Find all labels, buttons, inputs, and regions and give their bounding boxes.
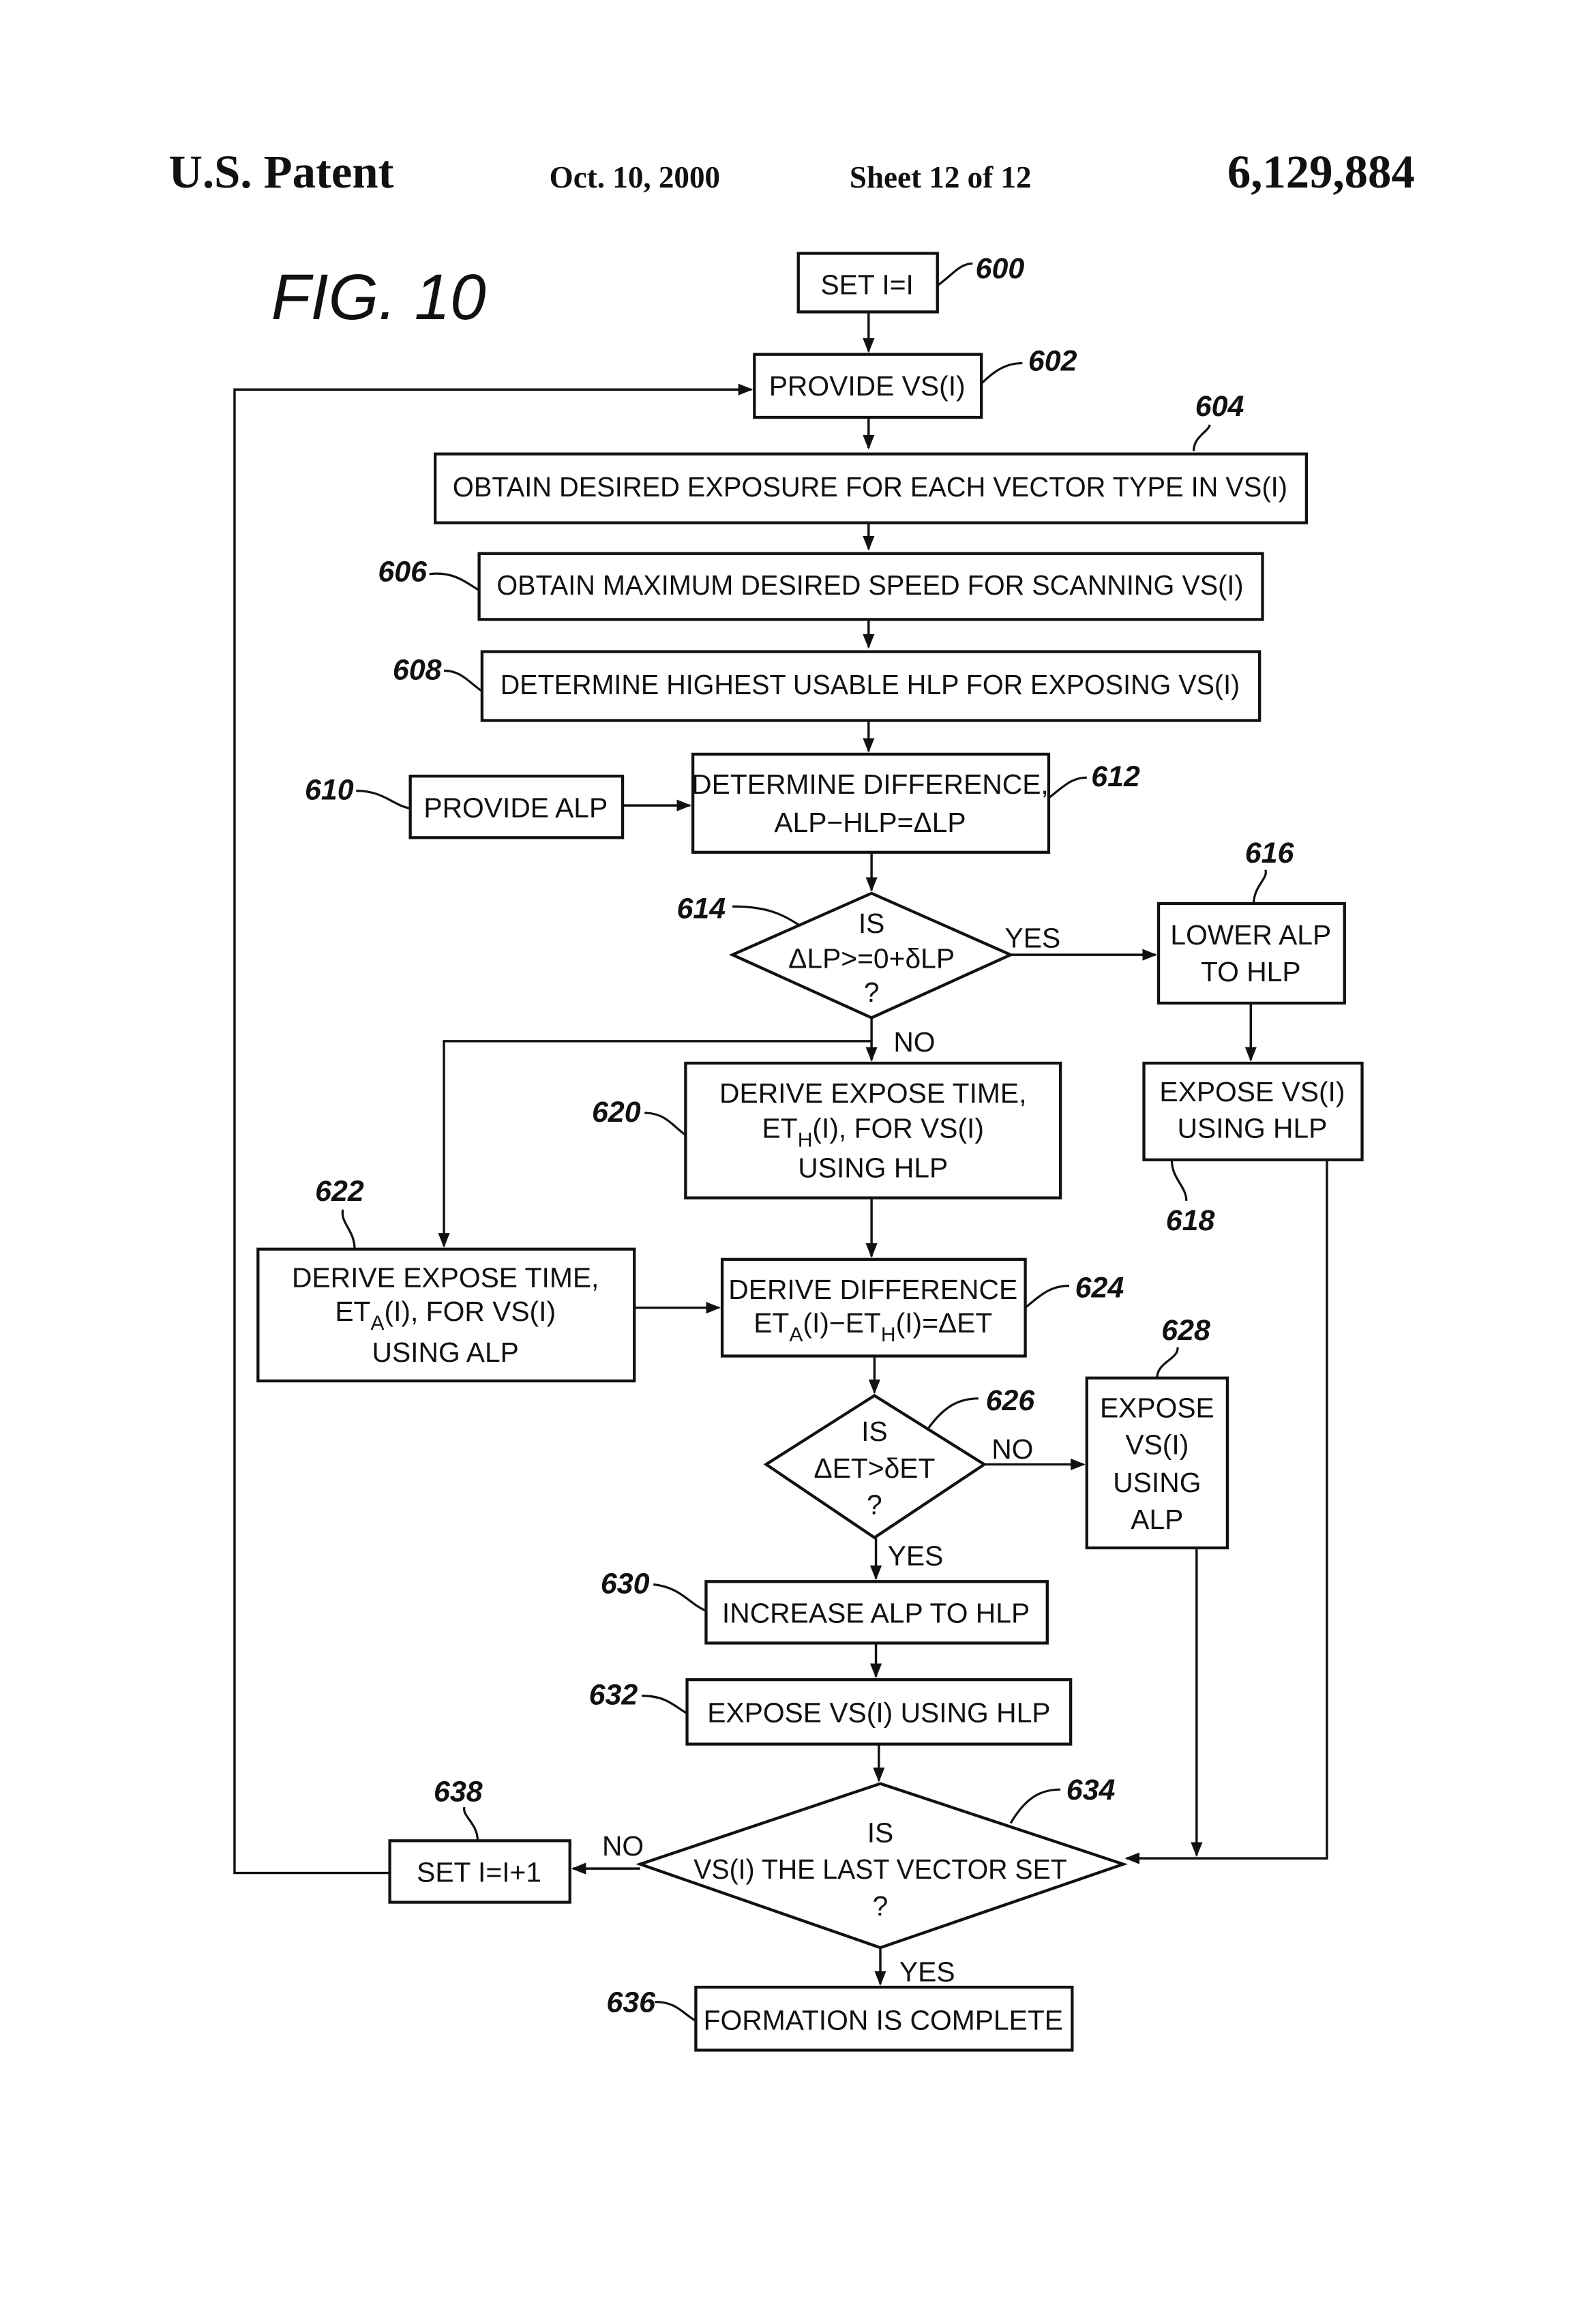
ref-634: 634 (1066, 1774, 1116, 1806)
step-624-mid: (I)−ET (803, 1307, 880, 1339)
decision-614-no-label: NO (893, 1026, 935, 1058)
step-620-line3: USING HLP (798, 1152, 948, 1184)
ref-608: 608 (393, 653, 442, 686)
step-620-line1: DERIVE EXPOSE TIME, (719, 1077, 1026, 1109)
ref-606: 606 (378, 556, 428, 589)
ref-632: 632 (589, 1679, 638, 1712)
step-602-text: PROVIDE VS(I) (769, 370, 966, 402)
figure-title: FIG. 10 (271, 261, 486, 333)
step-618-line2: USING HLP (1177, 1113, 1327, 1144)
decision-634-line3: ? (873, 1890, 889, 1922)
ref-600: 600 (976, 252, 1025, 285)
ref-620: 620 (592, 1096, 641, 1129)
step-628-line2: VS(I) (1125, 1429, 1189, 1460)
decision-614-line2: ΔLP>=0+δLP (788, 942, 955, 974)
decision-626-no-label: NO (991, 1433, 1033, 1465)
patent-label: U.S. Patent (168, 146, 393, 198)
ref-638: 638 (434, 1775, 483, 1808)
step-624: DERIVE DIFFERENCE ETA(I)−ETH(I)=ΔET 624 (722, 1260, 1124, 1356)
step-606-text: OBTAIN MAXIMUM DESIRED SPEED FOR SCANNIN… (496, 569, 1243, 601)
ref-602: 602 (1028, 344, 1077, 377)
step-620-sub: H (798, 1129, 813, 1151)
ref-614: 614 (676, 892, 726, 925)
step-632: EXPOSE VS(I) USING HLP 632 (589, 1679, 1071, 1744)
decision-626: IS ΔET>δET ? 626 NO YES (766, 1384, 1035, 1572)
decision-614: IS ΔLP>=0+δLP ? 614 YES NO (676, 892, 1060, 1057)
decision-634-line1: IS (867, 1817, 894, 1848)
decision-634-yes-label: YES (899, 1956, 955, 1987)
step-628-line1: EXPOSE (1100, 1392, 1214, 1424)
step-606: OBTAIN MAXIMUM DESIRED SPEED FOR SCANNIN… (378, 554, 1262, 620)
step-624-line1: DERIVE DIFFERENCE (728, 1274, 1017, 1305)
step-624-eta: ET (753, 1307, 789, 1339)
step-608-text: DETERMINE HIGHEST USABLE HLP FOR EXPOSIN… (501, 669, 1240, 700)
step-636-text: FORMATION IS COMPLETE (704, 2004, 1063, 2036)
decision-626-line2: ΔET>δET (814, 1452, 935, 1484)
step-604-text: OBTAIN DESIRED EXPOSURE FOR EACH VECTOR … (453, 471, 1287, 503)
step-608: DETERMINE HIGHEST USABLE HLP FOR EXPOSIN… (393, 652, 1259, 721)
ref-616: 616 (1245, 837, 1295, 869)
step-622: DERIVE EXPOSE TIME, ETA(I), FOR VS(I) US… (258, 1175, 634, 1381)
step-600: SET I=I 600 (799, 252, 1025, 312)
ref-630: 630 (601, 1567, 650, 1600)
step-616: LOWER ALP TO HLP 616 (1159, 837, 1345, 1003)
step-600-text: SET I=I (820, 269, 913, 301)
step-624-rest: (I)=ΔET (896, 1307, 993, 1339)
step-622-et: ET (335, 1296, 370, 1327)
step-628-line3: USING (1113, 1467, 1201, 1498)
ref-604: 604 (1195, 390, 1244, 423)
ref-618: 618 (1166, 1204, 1215, 1237)
step-622-rest: (I), FOR VS(I) (385, 1296, 556, 1327)
step-622-line3: USING ALP (372, 1337, 518, 1368)
ref-612: 612 (1091, 760, 1140, 793)
step-620: DERIVE EXPOSE TIME, ETH(I), FOR VS(I) US… (592, 1063, 1060, 1198)
step-616-line1: LOWER ALP (1170, 919, 1331, 951)
decision-614-line1: IS (859, 908, 885, 939)
step-610: PROVIDE ALP 610 (305, 774, 623, 838)
step-612-line2: ALP−HLP=ΔLP (774, 807, 966, 838)
step-612: DETERMINE DIFFERENCE, ALP−HLP=ΔLP 612 (691, 754, 1140, 852)
step-628-line4: ALP (1131, 1504, 1183, 1535)
step-610-text: PROVIDE ALP (423, 792, 608, 823)
step-628: EXPOSE VS(I) USING ALP 628 (1087, 1314, 1227, 1548)
step-636: FORMATION IS COMPLETE 636 (606, 1986, 1072, 2051)
sheet-number: Sheet 12 of 12 (850, 160, 1032, 194)
ref-610: 610 (305, 774, 354, 807)
step-630-text: INCREASE ALP TO HLP (722, 1597, 1030, 1628)
step-622-line1: DERIVE EXPOSE TIME, (292, 1262, 599, 1294)
decision-626-yes-label: YES (888, 1540, 944, 1572)
ref-624: 624 (1075, 1272, 1124, 1305)
ref-636: 636 (606, 1986, 656, 2019)
step-638: SET I=I+1 638 (390, 1775, 570, 1902)
step-612-line1: DETERMINE DIFFERENCE, (691, 769, 1049, 800)
decision-626-line1: IS (861, 1416, 888, 1447)
decision-614-line3: ? (864, 977, 880, 1008)
decision-634: IS VS(I) THE LAST VECTOR SET ? 634 NO YE… (602, 1774, 1123, 1987)
ref-622: 622 (315, 1175, 364, 1208)
step-624-sub2: H (881, 1324, 896, 1346)
decision-626-line3: ? (867, 1489, 882, 1520)
decision-634-line2: VS(I) THE LAST VECTOR SET (693, 1853, 1067, 1885)
step-620-rest: (I), FOR VS(I) (812, 1113, 984, 1144)
decision-634-no-label: NO (602, 1830, 644, 1862)
step-602: PROVIDE VS(I) 602 (754, 344, 1077, 417)
step-622-sub: A (370, 1312, 384, 1335)
decision-614-yes-label: YES (1005, 922, 1061, 953)
step-638-text: SET I=I+1 (417, 1856, 541, 1888)
step-618-line1: EXPOSE VS(I) (1159, 1076, 1345, 1107)
patent-date: Oct. 10, 2000 (550, 160, 720, 194)
step-616-line2: TO HLP (1201, 956, 1301, 987)
step-630: INCREASE ALP TO HLP 630 (601, 1567, 1047, 1643)
step-618: EXPOSE VS(I) USING HLP 618 (1144, 1063, 1362, 1237)
ref-628: 628 (1161, 1314, 1210, 1347)
step-624-sub1: A (789, 1324, 803, 1346)
step-620-et: ET (762, 1113, 798, 1144)
patent-number: 6,129,884 (1227, 146, 1415, 198)
ref-626: 626 (986, 1384, 1036, 1417)
step-632-text: EXPOSE VS(I) USING HLP (707, 1697, 1050, 1728)
